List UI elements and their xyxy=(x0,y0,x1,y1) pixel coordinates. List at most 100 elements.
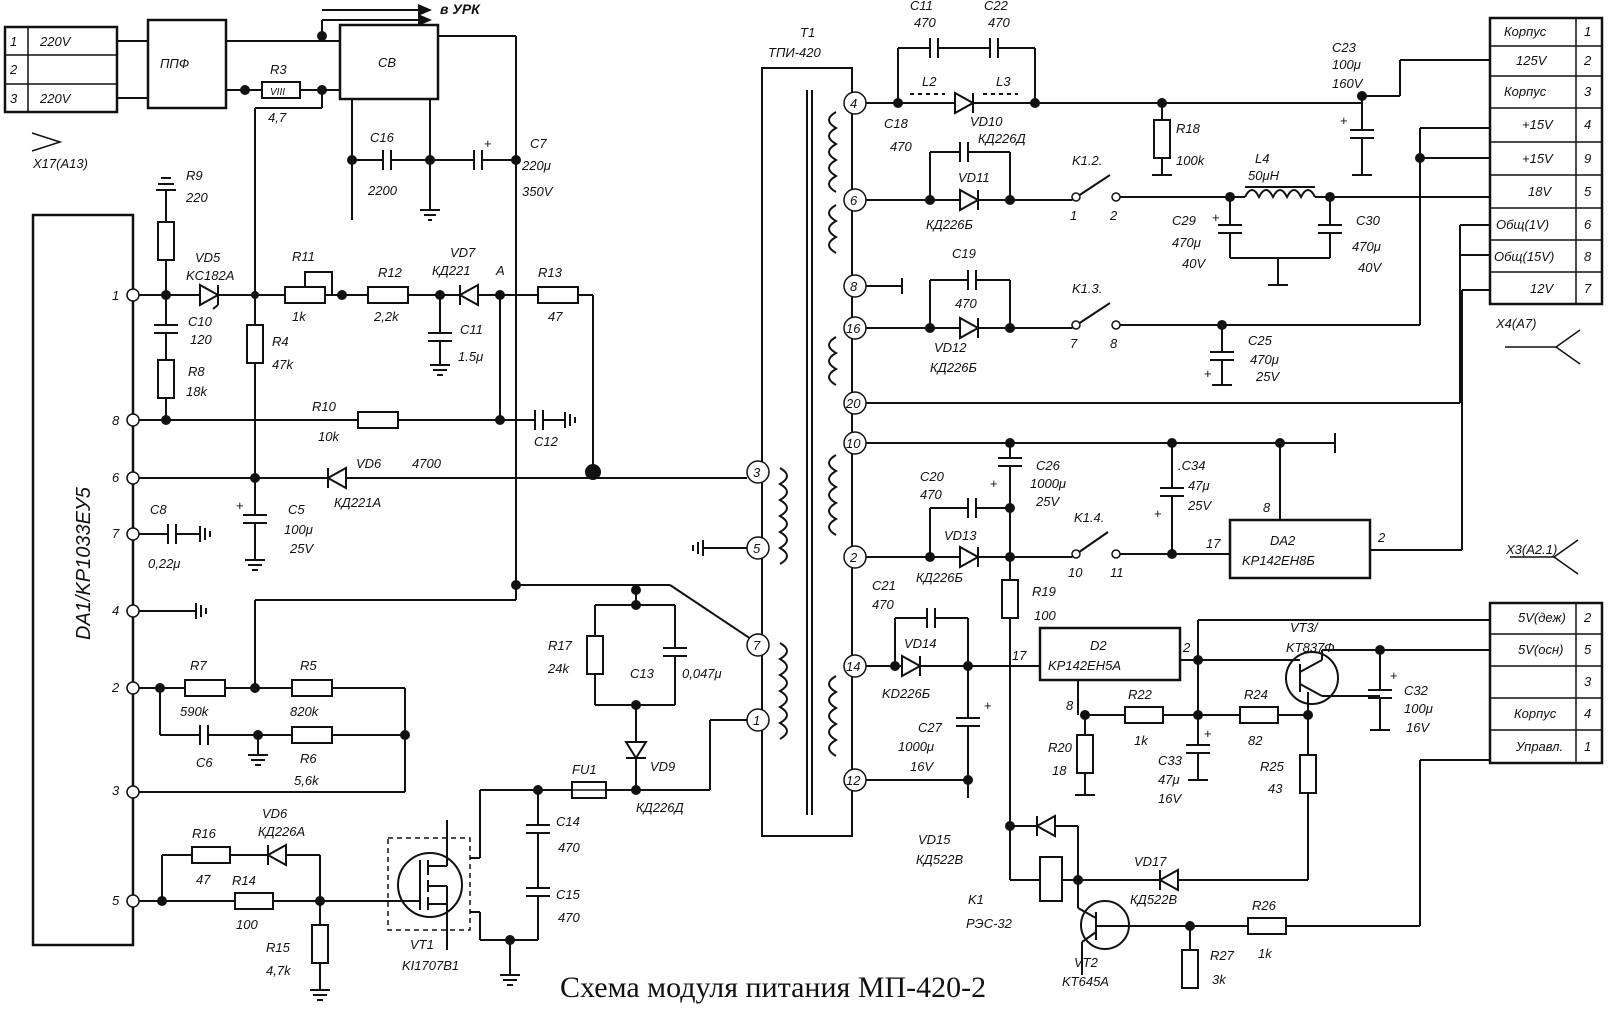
c26-value-1: 1000μ xyxy=(1030,476,1066,491)
c8-value: 0,22μ xyxy=(148,556,180,571)
t1-pin-20: 20 xyxy=(845,396,861,411)
r27-value: 3k xyxy=(1212,972,1227,987)
c14-value: 470 xyxy=(558,840,580,855)
c6-label: C6 xyxy=(196,755,213,770)
r4-value: 47k xyxy=(272,357,294,372)
x17-pin-2: 2 xyxy=(9,62,18,77)
r20-value: 18 xyxy=(1052,763,1067,778)
r27-label: R27 xyxy=(1210,948,1235,963)
svg-text:+: + xyxy=(484,136,492,151)
x3-pin-1: 1 xyxy=(1584,739,1591,754)
r17-value: 24k xyxy=(547,661,570,676)
x4-label-1: Корпус xyxy=(1504,24,1547,39)
c34-label: .C34 xyxy=(1178,458,1205,473)
da2-pin-8: 8 xyxy=(1263,500,1271,515)
r9-resistor xyxy=(157,221,175,261)
c26-value-2: 25V xyxy=(1035,494,1060,509)
c29-value-1: 470μ xyxy=(1172,235,1201,250)
c5-value-1: 100μ xyxy=(284,522,313,537)
c33-value-2: 16V xyxy=(1158,791,1182,806)
svg-text:+: + xyxy=(1390,668,1398,683)
r10-label: R10 xyxy=(312,399,337,414)
c25-value-2: 25V xyxy=(1255,369,1280,384)
svg-text:+: + xyxy=(990,476,998,491)
r10-value: 10k xyxy=(318,429,340,444)
vd11-label: VD11 xyxy=(958,170,990,185)
c30-value-1: 470μ xyxy=(1352,239,1381,254)
x17-label-3: 220V xyxy=(39,91,72,106)
c21-value: 470 xyxy=(872,597,894,612)
x17-pin-3: 3 xyxy=(10,91,18,106)
r13-label: R13 xyxy=(538,265,563,280)
da1-pin-5: 5 xyxy=(112,893,120,908)
r22-resistor xyxy=(1124,706,1164,724)
c13-value: 0,047μ xyxy=(682,666,722,681)
x4-pin-8: 8 xyxy=(1584,249,1592,264)
t1-pin-8: 8 xyxy=(850,279,858,294)
t1-pin-7: 7 xyxy=(753,638,761,653)
x4-label-6: 18V xyxy=(1528,184,1552,199)
c11a-label: C11 xyxy=(460,322,483,337)
x4-connector-symbol xyxy=(1554,329,1581,365)
svg-text:+: + xyxy=(1154,506,1162,521)
x4-ref: X4(A7) xyxy=(1495,316,1536,331)
vd13-value: КД226Б xyxy=(916,570,964,585)
t1-pin-1: 1 xyxy=(753,713,760,728)
r25-resistor xyxy=(1299,754,1317,794)
vd11-value: КД226Б xyxy=(926,217,974,232)
r20-resistor xyxy=(1076,734,1094,774)
t1-pin-3: 3 xyxy=(753,465,761,480)
r27-resistor xyxy=(1181,949,1199,989)
vd6-label: VD6 xyxy=(356,456,382,471)
ppf-label: ППФ xyxy=(160,56,189,71)
x4-label-3: Корпус xyxy=(1504,84,1547,99)
da1-pin-2: 2 xyxy=(111,680,120,695)
da1-pins: 1 8 6 7 4 2 3 5 xyxy=(111,288,120,908)
vt1-transistor xyxy=(397,852,463,918)
r15-resistor xyxy=(311,924,329,964)
d2-block xyxy=(1038,626,1182,682)
vd12-label: VD12 xyxy=(934,340,967,355)
output-18v: VD11 КД226Б K1.2. 1 2 L4 50μH + C29 470μ… xyxy=(866,142,1490,286)
c15-label: C15 xyxy=(556,887,581,902)
r8-resistor xyxy=(157,359,175,399)
c5-value-2: 25V xyxy=(289,541,314,556)
d2-pin-2: 2 xyxy=(1182,640,1191,655)
point-a-label: A xyxy=(495,263,505,278)
r8-label: R8 xyxy=(188,364,205,379)
k14-pin-2: 11 xyxy=(1110,565,1124,580)
c11a-value: 1.5μ xyxy=(458,349,483,364)
c12-label: C12 xyxy=(534,434,559,449)
c22-value: 470 xyxy=(988,15,1010,30)
svg-text:+: + xyxy=(1204,366,1212,381)
k14-label: K1.4. xyxy=(1074,510,1104,525)
k13-pin-2: 8 xyxy=(1110,336,1118,351)
c18-label: C18 xyxy=(884,116,909,131)
c34-value-1: 47μ xyxy=(1188,478,1210,493)
c32-label: C32 xyxy=(1404,683,1429,698)
t1-pin-10: 10 xyxy=(846,436,861,451)
t1-type: ТПИ-420 xyxy=(768,45,821,60)
da1-feedback-network: R7 590k R5 820k C6 R6 5,6k xyxy=(139,658,410,793)
c16-value: 2200 xyxy=(367,183,398,198)
x17-ref: X17(A13) xyxy=(32,156,88,171)
da1-drive-network: R16 47 VD6 КД226A R14 100 R15 4,7k xyxy=(139,762,710,1001)
c11-value: 470 xyxy=(914,15,936,30)
c23-value-1: 100μ xyxy=(1332,57,1361,72)
x4-pin-1: 1 xyxy=(1584,24,1591,39)
c19-value: 470 xyxy=(955,296,977,311)
da1-label: DA1/KP1033EУ5 xyxy=(73,486,95,640)
d2-type: KP142EH5A xyxy=(1048,658,1121,673)
c14-label: C14 xyxy=(556,814,580,829)
c21-label: C21 xyxy=(872,578,896,593)
c18-value: 470 xyxy=(890,139,912,154)
da2-label: DA2 xyxy=(1270,533,1296,548)
da2-block xyxy=(1228,518,1372,580)
c30-value-2: 40V xyxy=(1358,260,1382,275)
x3-pin-4: 4 xyxy=(1584,706,1591,721)
c15-value: 470 xyxy=(558,910,580,925)
c26-label: C26 xyxy=(1036,458,1061,473)
r3-label: R3 xyxy=(270,62,287,77)
svg-text:+: + xyxy=(1212,210,1220,225)
c29-value-2: 40V xyxy=(1182,256,1206,271)
